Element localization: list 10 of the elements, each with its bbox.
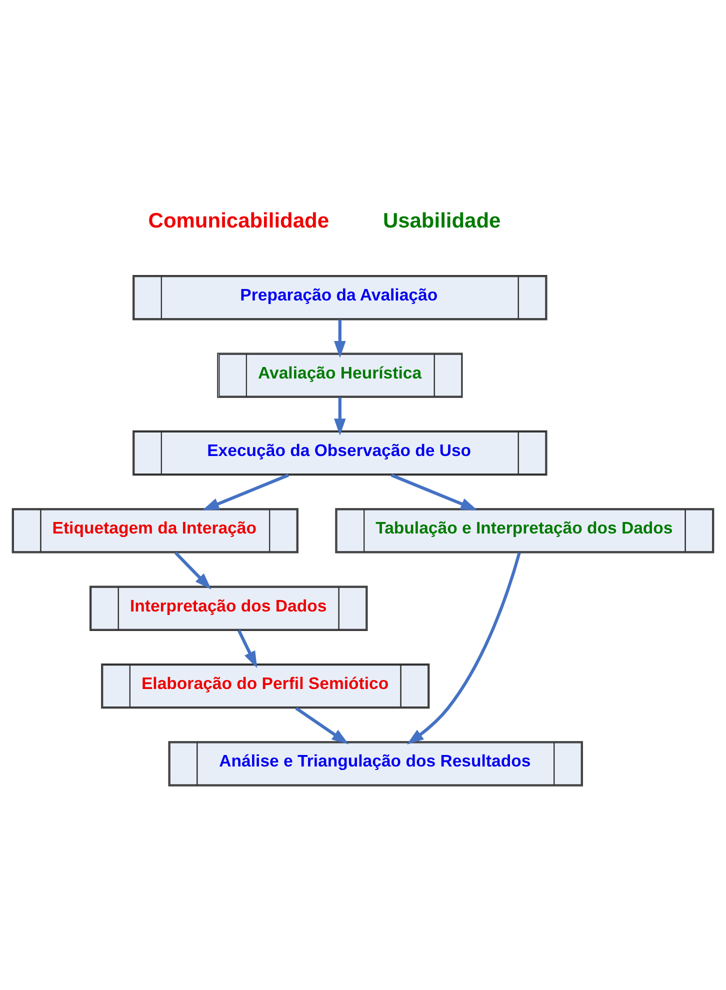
label: Comunicabilidade (148, 209, 330, 232)
arrow (390, 474, 478, 510)
arrow (334, 397, 346, 436)
label: Usabilidade (382, 209, 501, 232)
arrow (295, 706, 349, 744)
arrow (174, 552, 212, 590)
arrow (237, 630, 258, 668)
arrow (334, 320, 346, 358)
arrow (202, 474, 290, 510)
arrow (406, 552, 521, 744)
